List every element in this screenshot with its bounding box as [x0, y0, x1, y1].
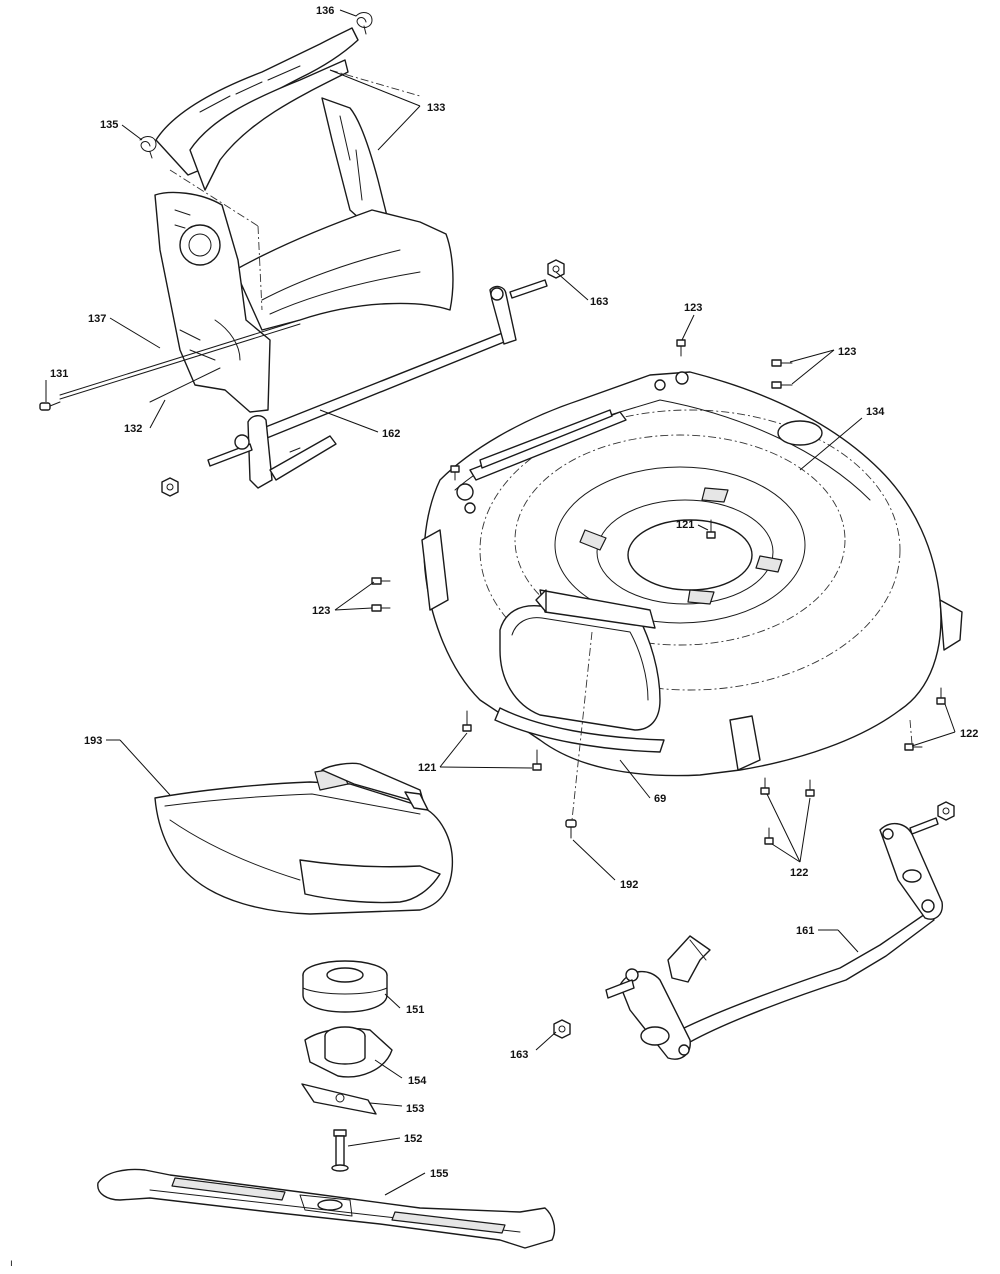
- callout-121-center: 121: [676, 519, 694, 531]
- callout-134: 134: [866, 406, 885, 418]
- nut-part-front-axle-top: [937, 801, 955, 821]
- front-axle-part-161: [605, 817, 943, 1060]
- bolts-part-123-left: [371, 577, 391, 612]
- screw-part-131: [39, 401, 61, 411]
- callout-135: 135: [100, 119, 118, 131]
- nut-part-163-bottom: [553, 1019, 571, 1039]
- callout-137: 137: [88, 313, 106, 325]
- callout-132: 132: [124, 423, 142, 435]
- bolt-part-121-lower-a: [462, 710, 472, 732]
- spring-part-135: [139, 136, 157, 159]
- assembly-lines: [169, 69, 913, 821]
- spring-part-136: [355, 12, 373, 35]
- bolt-part-152: [331, 1129, 349, 1172]
- rear-axle-part-162: [207, 279, 548, 489]
- blade-part-155: [97, 1168, 556, 1249]
- callout-123-left: 123: [312, 605, 330, 617]
- bolts-part-123-right: [771, 359, 793, 389]
- callout-193: 193: [84, 735, 102, 747]
- blade-adapter-part-154: [304, 1026, 393, 1078]
- bolt-part-123-deck: [450, 465, 460, 481]
- bolt-part-121-center: [706, 519, 716, 539]
- callout-162: 162: [382, 428, 400, 440]
- callout-labels: 136 133 135 163 123 123 137 131 132 162 …: [10, 5, 978, 1269]
- pin-part-132: [149, 367, 221, 403]
- screw-part-192: [565, 819, 577, 839]
- callout-151: 151: [406, 1004, 424, 1016]
- callout-163-bottom: 163: [510, 1049, 528, 1061]
- bolt-part-121-lower-b: [532, 749, 542, 771]
- callout-131: 131: [50, 368, 68, 380]
- callout-123-right: 123: [838, 346, 856, 358]
- side-deflector-part-193: [154, 762, 454, 915]
- nut-part-163-top: [547, 259, 565, 279]
- callout-122-lower: 122: [790, 867, 808, 879]
- callout-163-top: 163: [590, 296, 608, 308]
- footer-mark: ı: [10, 1258, 13, 1269]
- callout-154: 154: [408, 1075, 427, 1087]
- callout-133: 133: [427, 102, 445, 114]
- nut-part-163-left: [161, 477, 179, 497]
- pulley-part-151: [302, 960, 388, 1013]
- bolts-part-122-right: [904, 687, 946, 751]
- rear-flap-part-133: [155, 27, 454, 331]
- callout-122-right: 122: [960, 728, 978, 740]
- callout-69: 69: [654, 793, 666, 805]
- washer-part-153: [301, 1083, 377, 1115]
- callout-153: 153: [406, 1103, 424, 1115]
- bolt-part-123-top: [676, 339, 686, 357]
- callout-152: 152: [404, 1133, 422, 1145]
- callout-155: 155: [430, 1168, 448, 1180]
- bolts-part-122-lower: [760, 777, 815, 845]
- callout-123-top: 123: [684, 302, 702, 314]
- callout-192: 192: [620, 879, 638, 891]
- flap-insert-part-69: [494, 589, 665, 753]
- hinge-rod-part-137: [59, 319, 301, 400]
- callout-121-lower: 121: [418, 762, 436, 774]
- callout-161: 161: [796, 925, 814, 937]
- leader-lines: [45, 9, 956, 1196]
- rear-bracket-plate: [154, 191, 271, 413]
- callout-136: 136: [316, 5, 334, 17]
